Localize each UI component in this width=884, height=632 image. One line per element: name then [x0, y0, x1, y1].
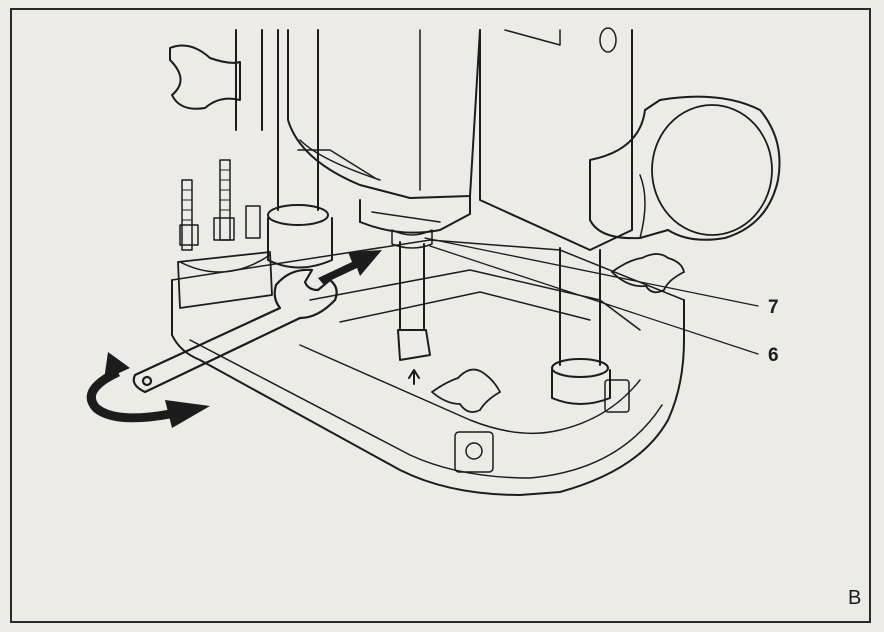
- base-clamp-knob: [431, 253, 685, 413]
- callout-leader-lines: [424, 237, 759, 355]
- right-column: [551, 247, 611, 405]
- push-direction-arrow: [318, 250, 382, 284]
- figure-border: [10, 8, 871, 623]
- left-column: [169, 29, 333, 269]
- callout-label-7: 7: [768, 297, 779, 318]
- motor-housing: [287, 27, 633, 251]
- rotation-arrow: [86, 352, 210, 428]
- spanner-wrench: [132, 268, 338, 394]
- right-handle-knob: [589, 95, 781, 241]
- router-base-plate: [171, 239, 685, 496]
- callout-label-6: 6: [768, 345, 779, 366]
- router-bit-collet: [391, 229, 433, 385]
- depth-stop-turret: [177, 159, 273, 309]
- figure-letter: B: [848, 587, 862, 609]
